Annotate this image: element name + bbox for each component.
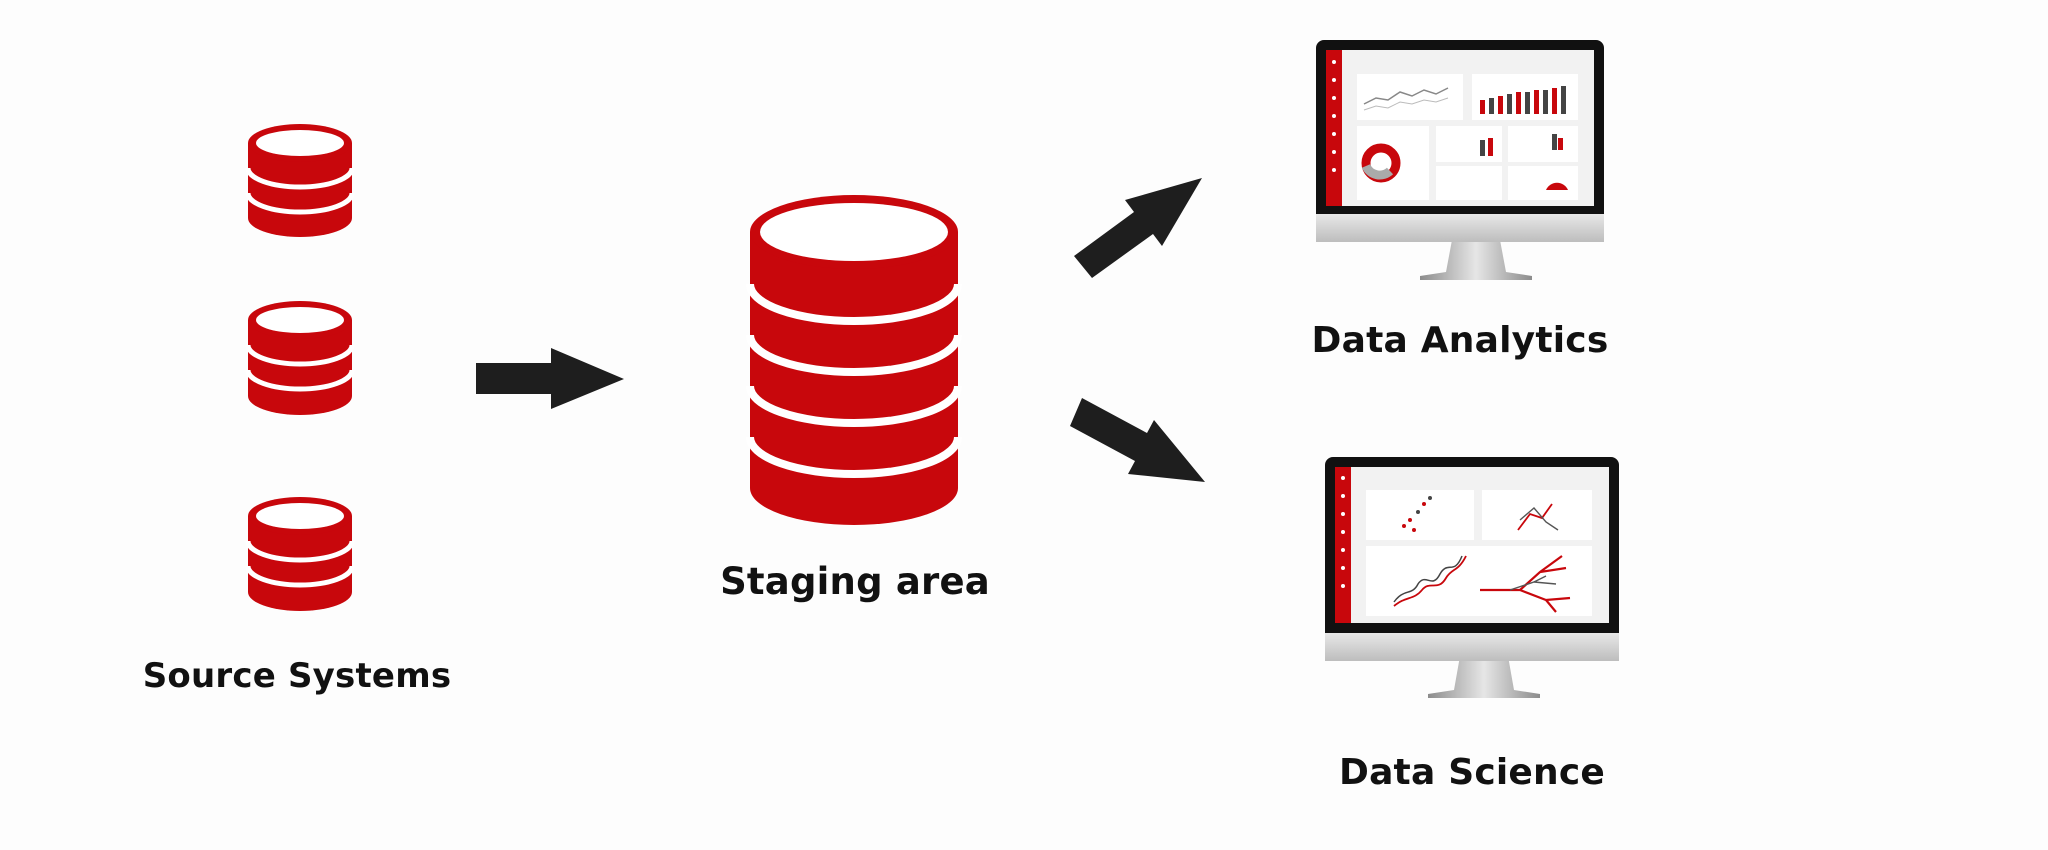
staging-area-label: Staging area — [720, 560, 990, 603]
data-analytics-label: Data Analytics — [1311, 320, 1609, 361]
source-database-1 — [245, 124, 355, 237]
database-icon — [245, 497, 355, 611]
arrow-staging-to-science — [1070, 398, 1205, 482]
source-database-2 — [245, 301, 355, 415]
source-database-3 — [245, 497, 355, 611]
data-science-label: Data Science — [1338, 752, 1606, 793]
monitor-icon — [1325, 457, 1619, 698]
staging-database — [746, 195, 962, 525]
analytics-monitor — [1316, 40, 1604, 280]
database-icon — [245, 301, 355, 415]
arrow-source-to-staging — [476, 348, 624, 409]
arrow-icon — [1070, 398, 1205, 482]
arrow-icon — [1074, 178, 1202, 278]
monitor-icon — [1316, 40, 1604, 280]
arrow-icon — [476, 348, 624, 409]
database-icon — [746, 195, 962, 525]
arrow-staging-to-analytics — [1074, 178, 1202, 278]
science-monitor — [1325, 457, 1619, 698]
database-icon — [245, 124, 355, 237]
source-systems-label: Source Systems — [142, 656, 452, 696]
